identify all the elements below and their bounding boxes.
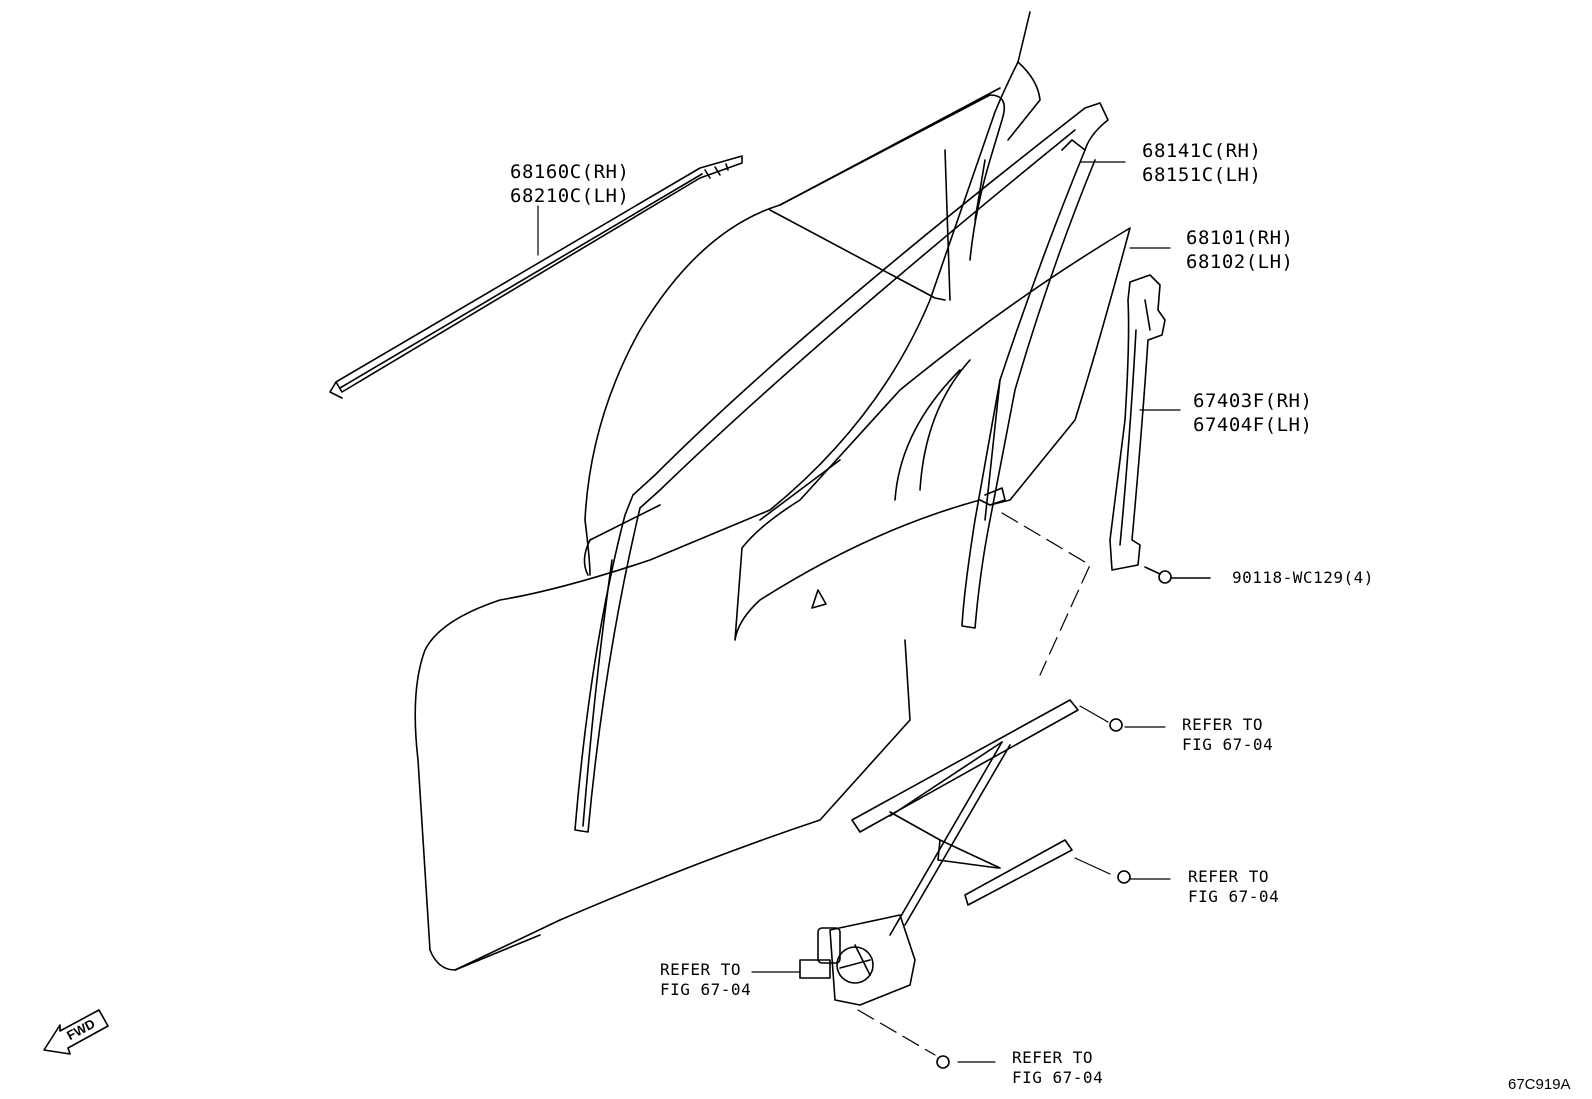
callout-refer-upper-right: REFER TO FIG 67-04 xyxy=(1182,715,1273,755)
callout-refer-bottom: REFER TO FIG 67-04 xyxy=(1012,1048,1103,1088)
fig-ref: FIG 67-04 xyxy=(1188,887,1280,906)
part-number-rh: 68160C(RH) xyxy=(510,161,630,183)
rear-lower-channel xyxy=(1109,274,1166,571)
callout-rear-channel: 67403F(RH) 67404F(LH) xyxy=(1193,389,1312,437)
part-number-rh: 67403F(RH) xyxy=(1193,390,1313,412)
window-regulator xyxy=(799,699,1079,1006)
fig-ref: FIG 67-04 xyxy=(1012,1068,1104,1087)
refer-text: REFER TO xyxy=(660,960,742,979)
callout-refer-mid-right: REFER TO FIG 67-04 xyxy=(1188,867,1279,907)
fasteners xyxy=(936,718,1131,1069)
leader-lines xyxy=(537,161,1181,1063)
callout-bolt: 90118-WC129(4) xyxy=(1232,568,1374,588)
callout-door-glass: 68101(RH) 68102(LH) xyxy=(1186,226,1293,274)
figure-id: 67C919A xyxy=(1508,1076,1571,1093)
part-number-lh: 68151C(LH) xyxy=(1142,164,1262,186)
run-channel xyxy=(574,102,1109,833)
belt-moulding xyxy=(329,155,743,399)
bolt-90118 xyxy=(1144,566,1211,584)
fig-ref: FIG 67-04 xyxy=(660,980,752,999)
fig-ref: FIG 67-04 xyxy=(1182,735,1274,754)
door-panel xyxy=(414,11,1041,971)
fwd-arrow-icon xyxy=(43,1009,109,1055)
part-number-lh: 68102(LH) xyxy=(1186,251,1294,273)
refer-text: REFER TO xyxy=(1188,867,1270,886)
refer-text: REFER TO xyxy=(1012,1048,1094,1067)
part-number-lh: 68210C(LH) xyxy=(510,185,630,207)
callout-refer-motor: REFER TO FIG 67-04 xyxy=(660,960,751,1000)
part-number-rh: 68141C(RH) xyxy=(1142,140,1262,162)
callout-run-channel: 68141C(RH) 68151C(LH) xyxy=(1142,139,1261,187)
part-number: 90118-WC129(4) xyxy=(1232,568,1374,587)
part-number-rh: 68101(RH) xyxy=(1186,227,1294,249)
refer-text: REFER TO xyxy=(1182,715,1264,734)
part-number-lh: 67404F(LH) xyxy=(1193,414,1313,436)
callout-belt-moulding: 68160C(RH) 68210C(LH) xyxy=(510,160,629,208)
door-glass xyxy=(734,227,1131,641)
